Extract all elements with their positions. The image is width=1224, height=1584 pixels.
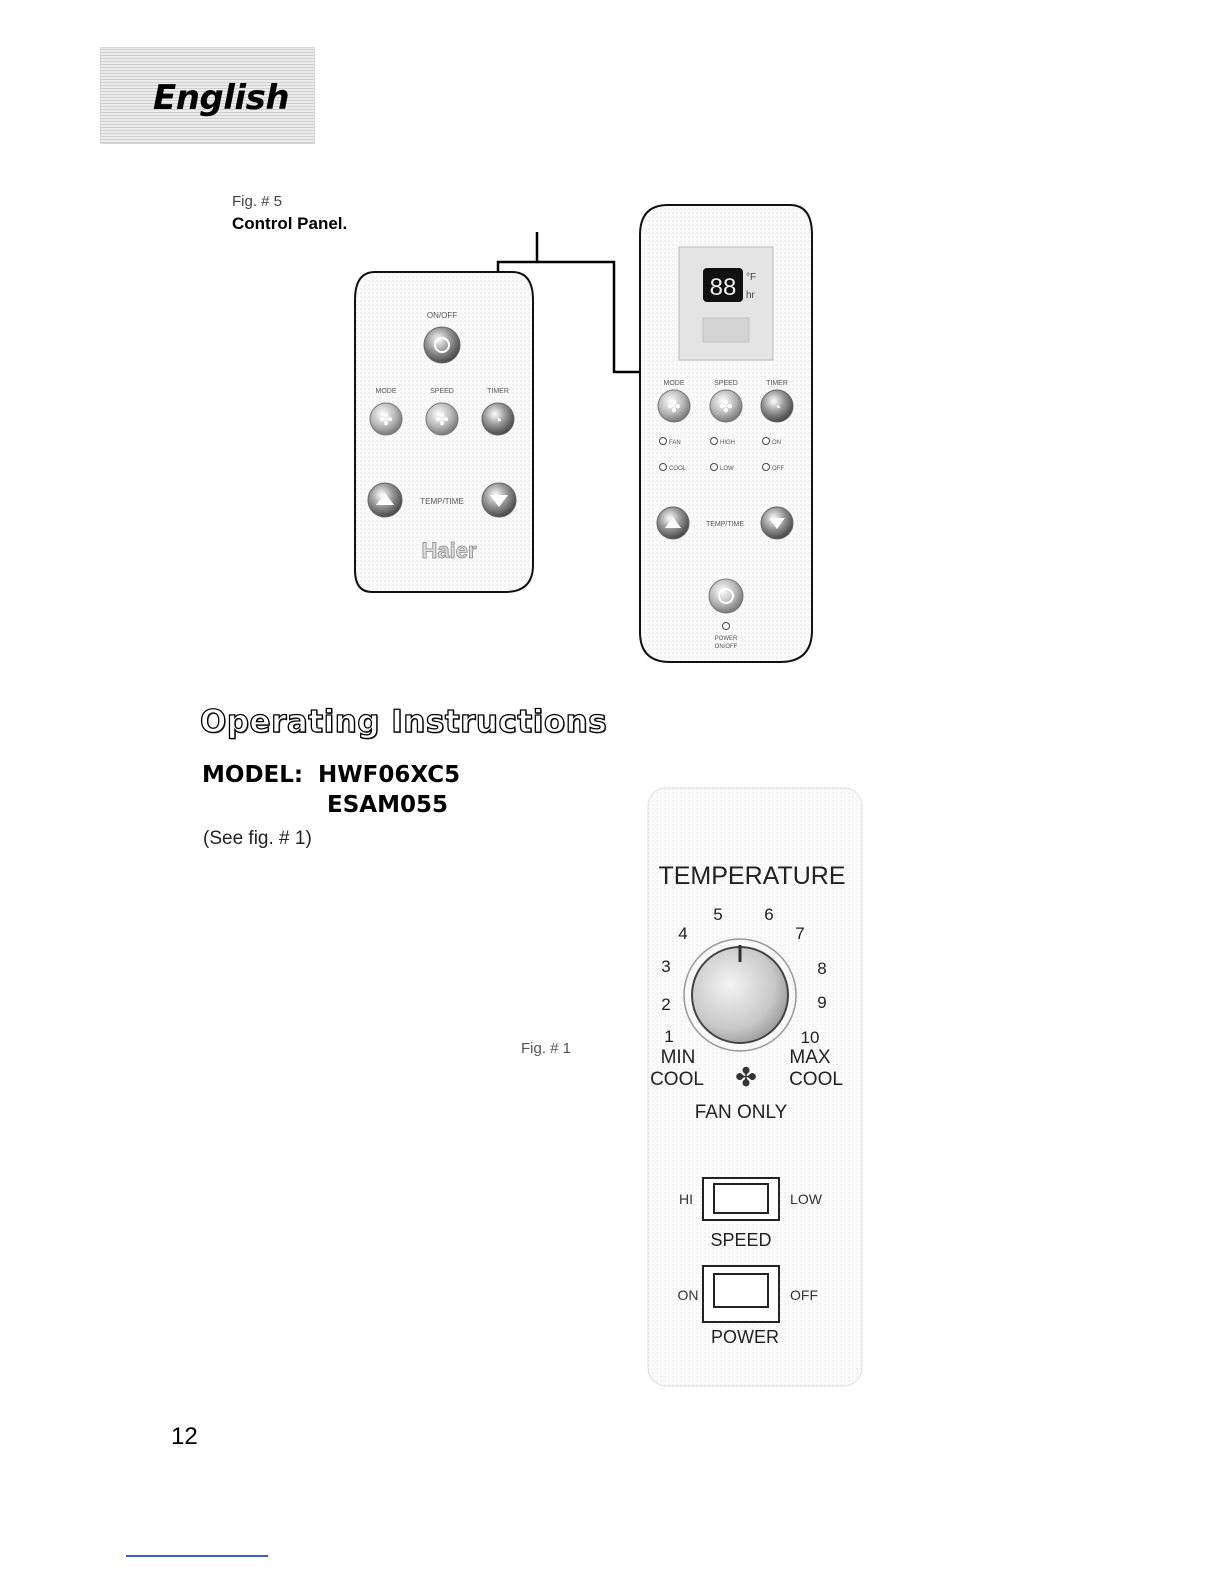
power-off-label: OFF <box>790 1287 818 1303</box>
unit-control-panel: 88 °F hr MODE SPEED TIMER ✤ ✤ ◔ FAN HIGH… <box>639 204 813 663</box>
panel-temp-time-label: TEMP/TIME <box>706 521 744 528</box>
power-indicator-light <box>722 622 730 630</box>
remote-power-button[interactable] <box>423 326 461 364</box>
dial-number-10: 10 <box>801 1028 820 1047</box>
fan-icon: ✤ <box>719 399 732 416</box>
remote-mode-label: MODE <box>376 388 397 395</box>
power-on-label: ON <box>678 1287 699 1303</box>
model-number-2: ESAM055 <box>327 792 448 818</box>
dial-number-7: 7 <box>795 924 804 943</box>
max-label: MAX <box>789 1047 831 1068</box>
led-display <box>703 268 743 302</box>
language-banner: English <box>100 47 315 144</box>
remote-temp-up-button[interactable] <box>367 482 403 518</box>
remote-temp-time-label: TEMP/TIME <box>420 497 464 506</box>
off-indicator-light <box>762 463 770 471</box>
dial-number-6: 6 <box>764 905 773 924</box>
panel-power-sub-label: ON/OFF <box>715 644 738 650</box>
indicator-fan-label: FAN <box>669 440 681 446</box>
min-label: MIN <box>661 1047 696 1068</box>
dial-number-5: 5 <box>713 905 722 924</box>
dial-number-1: 1 <box>664 1027 673 1046</box>
remote-mode-button[interactable]: ✤ <box>369 402 403 436</box>
dial-number-4: 4 <box>678 924 687 943</box>
unit-time-label: hr <box>746 290 756 301</box>
fan-icon: ✤ <box>735 1062 757 1092</box>
panel-temp-up-button[interactable] <box>656 506 690 540</box>
indicator-cool-label: COOL <box>669 466 687 472</box>
model-label: MODEL: <box>202 762 304 788</box>
remote-timer-label: TIMER <box>487 388 509 395</box>
arrow-down-icon <box>769 518 785 529</box>
power-title: POWER <box>711 1327 779 1347</box>
power-icon <box>718 588 734 604</box>
speed-low-label: LOW <box>790 1191 823 1207</box>
on-indicator-light <box>762 437 770 445</box>
mechanical-control-figure: TEMPERATURE 1 2 3 4 5 6 7 8 9 10 MIN COO… <box>647 787 863 1387</box>
control-panel-figure: ON/OFF MODE SPEED TIMER ✤ ✤ ◔ TEMP/TIME <box>354 204 813 663</box>
timer-icon: ◔ <box>494 412 502 428</box>
page-number: 12 <box>171 1423 198 1450</box>
panel-speed-button[interactable]: ✤ <box>709 389 743 423</box>
language-label: English <box>153 78 290 118</box>
remote-timer-button[interactable]: ◔ <box>481 402 515 436</box>
remote-temp-down-button[interactable] <box>481 482 517 518</box>
cool-indicator-light <box>659 463 667 471</box>
speed-title: SPEED <box>710 1230 771 1250</box>
arrow-down-icon <box>490 495 508 507</box>
panel-timer-button[interactable]: ◔ <box>760 389 794 423</box>
section-title: Operating Instructions <box>199 703 608 740</box>
panel-power-label: POWER <box>715 636 738 642</box>
min-cool-label: COOL <box>650 1069 704 1090</box>
low-indicator-light <box>710 463 718 471</box>
power-rocker-switch[interactable] <box>702 1265 780 1323</box>
fan-indicator-light <box>659 437 667 445</box>
remote-brand: Haier <box>421 538 476 563</box>
dial-number-3: 3 <box>661 957 670 976</box>
panel-speed-label: SPEED <box>714 380 738 387</box>
fan-icon: ✤ <box>667 399 680 416</box>
figure-5-caption: Control Panel. <box>232 214 348 233</box>
figure-5-label: Fig. # 5 <box>232 193 283 210</box>
remote-speed-button[interactable]: ✤ <box>425 402 459 436</box>
model-number-1: HWF06XC5 <box>318 762 461 788</box>
dial-number-9: 9 <box>817 993 826 1012</box>
unit-temp-label: °F <box>746 272 756 283</box>
arrow-up-icon <box>665 517 681 528</box>
indicator-high-label: HIGH <box>720 440 735 446</box>
remote-speed-label: SPEED <box>430 388 454 395</box>
panel-mode-label: MODE <box>664 380 685 387</box>
speed-hi-label: HI <box>679 1191 693 1207</box>
dial-number-2: 2 <box>661 995 670 1014</box>
remote-power-label: ON/OFF <box>427 311 457 320</box>
display-sub-window <box>702 317 750 343</box>
high-indicator-light <box>710 437 718 445</box>
max-cool-label: COOL <box>789 1069 843 1090</box>
dial-number-8: 8 <box>817 959 826 978</box>
panel-temp-down-button[interactable] <box>760 506 794 540</box>
display-digits: 88 <box>710 274 737 301</box>
indicator-off-label: OFF <box>772 466 784 472</box>
fan-icon: ✤ <box>435 412 448 429</box>
power-icon <box>434 337 450 353</box>
remote-control: ON/OFF MODE SPEED TIMER ✤ ✤ ◔ TEMP/TIME <box>354 271 534 593</box>
panel-timer-label: TIMER <box>766 380 788 387</box>
fan-only-label: FAN ONLY <box>695 1102 788 1123</box>
figure-1-label: Fig. # 1 <box>521 1040 572 1057</box>
timer-icon: ◔ <box>773 399 781 415</box>
temperature-dial[interactable] <box>683 938 797 1052</box>
see-figure-reference: (See fig. # 1) <box>203 828 312 849</box>
indicator-on-label: ON <box>772 440 781 446</box>
panel-power-button[interactable] <box>708 578 744 614</box>
indicator-low-label: LOW <box>720 466 734 472</box>
speed-rocker-switch[interactable] <box>702 1177 780 1221</box>
temperature-title: TEMPERATURE <box>658 862 845 890</box>
arrow-up-icon <box>376 493 394 505</box>
fan-icon: ✤ <box>379 412 392 429</box>
footer-rule <box>126 1555 268 1557</box>
display-area <box>678 246 774 361</box>
panel-mode-button[interactable]: ✤ <box>657 389 691 423</box>
